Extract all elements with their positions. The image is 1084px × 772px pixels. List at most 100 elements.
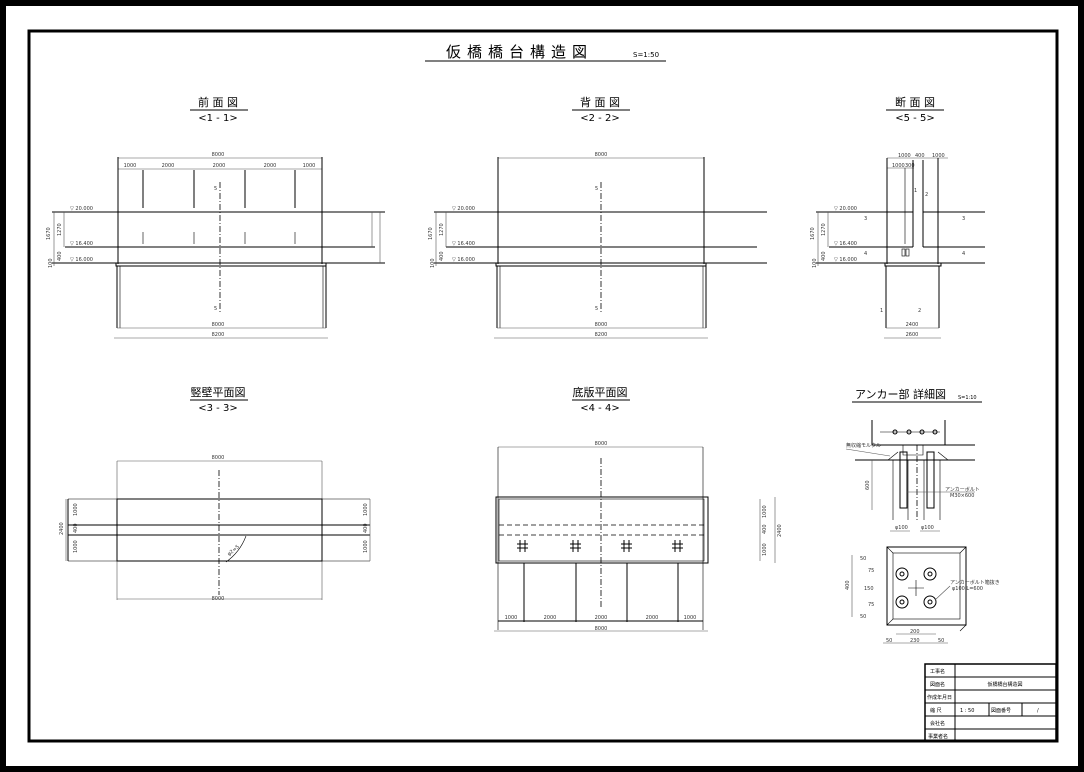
back-view: 背 面 図 <2 - 2> 8000 5 5 ▽ 20.000 ▽ 16.400… [428,95,767,339]
dimension-label: 8200 [212,332,225,338]
dimension-label: 200 [910,629,920,635]
dimension-label: アンカーボルト箱抜き [950,579,1000,586]
dimension-label: 4 [962,251,965,257]
drawing-frame [27,29,1059,743]
dimension-label: 50 [860,556,866,562]
dimension-label: 2000 [646,615,659,621]
dimension-label: 1270 [821,223,827,236]
drawing-line [926,451,935,509]
dimension-label: 400 [363,523,369,533]
dimension-label: 230 [910,638,920,644]
dimension-label: 2600 [906,332,919,338]
dimension-label: 8000 [595,322,608,328]
anchor-detail-view: アンカー部 詳細図 S=1:10 無収縮モルタル アンカーボルト M30×600… [845,387,1000,644]
drawing-line [498,498,705,562]
dimension-label: 2 [925,192,928,198]
tb-label: 作成年月日 [927,694,952,701]
dimension-label: 300 [905,163,915,169]
drawing-line [570,540,581,552]
section-label: <3 - 3> [198,403,237,414]
drawing-line [908,580,924,596]
tb-label: 図面番号 [991,707,1011,714]
anchor-bolt-marks [517,540,683,552]
drawing-line [225,535,247,563]
dimension-label: 1000 [363,503,369,516]
drawing-line [923,595,937,609]
dimension-label: 100 [48,258,54,268]
dimension-label: 400 [73,523,79,533]
dimension-label: 1000 [124,163,137,169]
section-label: <4 - 4> [580,403,619,414]
tb-label: 図面名 [930,681,945,688]
dimension-label: アンカーボルト [945,486,980,493]
dimension-label: 3 [962,216,965,222]
paper [6,6,1078,766]
dimension-label: 2000 [544,615,557,621]
dimension-label: ▽ 16.000 [70,257,93,263]
drawing-line [845,448,891,457]
dimension-label: 8000 [212,152,225,158]
dimension-label: 1000 [73,540,79,553]
drawing-line [906,429,912,435]
dimension-label: φ100 L=600 [952,586,983,592]
dimension-label: 2000 [162,163,175,169]
dimension-label: 1270 [57,223,63,236]
drawing-line [919,429,925,435]
tb-label: 事業者名 [928,733,948,740]
dimension-label: 8000 [212,455,225,461]
dimension-label: 1000 [898,153,911,159]
dimension-label: 75 [868,568,874,574]
dimension-label: 400 [57,251,63,261]
dimension-label: 5 [595,186,598,192]
drawing-line [495,496,709,564]
drawing-line [517,540,528,552]
dimension-label: 1270 [439,223,445,236]
drawing-line [895,567,909,581]
dimension-label: ▽ 20.000 [452,206,475,212]
tb-scale: 1 : 50 [960,708,974,714]
dimension-label: 2 [918,308,921,314]
dimension-label: 2400 [906,322,919,328]
drawing-line [523,563,679,622]
drawing-line [927,599,933,605]
dimension-label: 1 [914,188,917,194]
dimension-label: ▽ 16.000 [834,257,857,263]
dimension-label: ▽ 16.400 [834,241,857,247]
drawing-line [895,595,909,609]
drawing-line [902,445,924,456]
dimension-label: M30×600 [950,493,974,499]
drawing-line [621,540,632,552]
dimension-label: 400 [845,580,851,590]
dimension-label: 2400 [777,524,783,537]
dimension-label: 100 [430,258,436,268]
section-view: 断 面 図 <5 - 5> 1000 400 1000 1000 300 1 2… [810,95,985,339]
dimension-label: ▽ 16.000 [452,257,475,263]
drawing-scale: S=1:50 [633,51,659,59]
drawing-line [899,599,905,605]
drawing-line [115,262,327,267]
dimension-label: 1670 [46,227,52,240]
drawing-line [934,585,951,601]
view-title: 背 面 図 [580,95,620,109]
dimension-label: 400 [915,153,925,159]
dimension-label: 8200 [595,332,608,338]
dimension-label: 400 [762,524,768,534]
dimension-label: 5 [214,186,217,192]
dimension-label: 1000 [505,615,518,621]
dimension-label: 2400 [59,522,65,535]
dimension-label: 50 [860,614,866,620]
dimension-label: 2000 [213,163,226,169]
drawing-title: 仮橋橋台構造図 [446,43,593,61]
dimension-label: 50 [886,638,892,644]
drawing-line [871,420,946,446]
drawing-line [116,498,323,562]
dimension-label: 1 [880,308,883,314]
view-title: アンカー部 詳細図 [855,387,946,401]
view-title: 底版平面図 [573,385,628,399]
dimension-label: 1000 [73,503,79,516]
drawing-line [886,546,967,626]
drawing-line [899,571,905,577]
drawing-line [901,248,906,257]
